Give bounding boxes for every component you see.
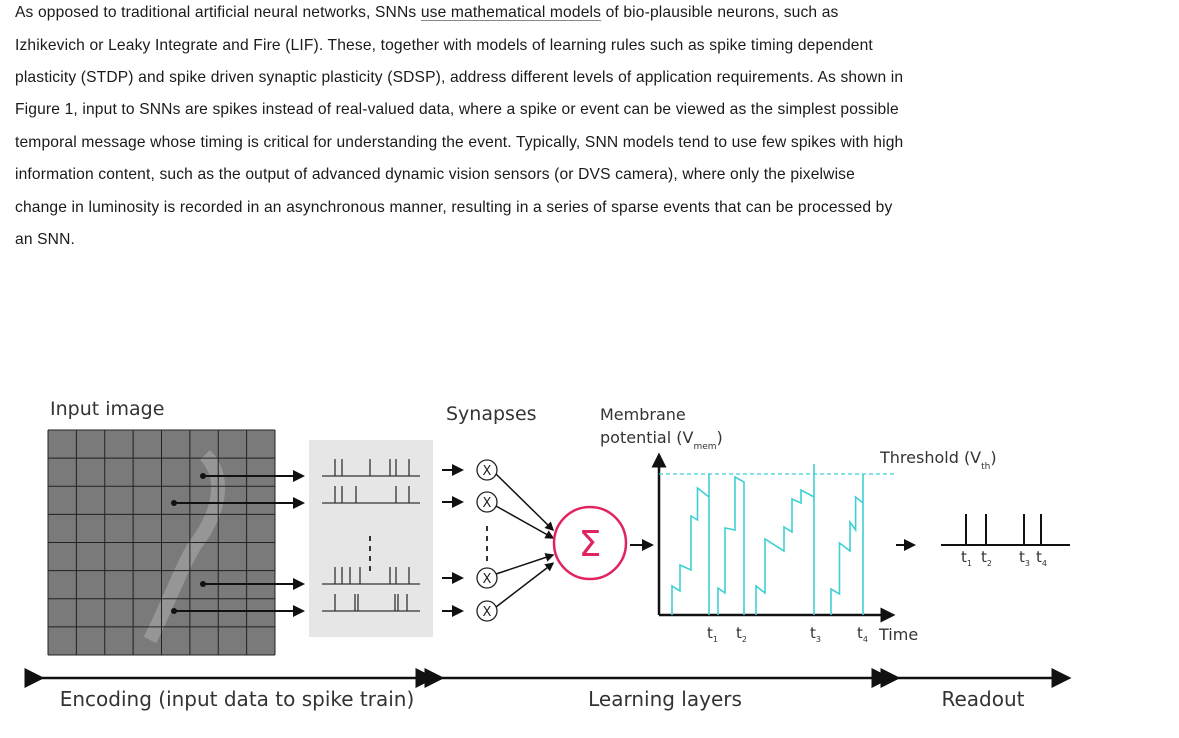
hand-silhouette (143, 450, 226, 644)
synapse-arrow (495, 562, 555, 608)
encoding-label: Encoding (input data to spike train) (60, 687, 415, 711)
multiply-icon (476, 600, 498, 622)
membrane-label: Membrane (600, 405, 686, 424)
multiply-icon (476, 567, 498, 589)
spike-time-label: t3 (810, 624, 821, 644)
input-image-label: Input image (50, 398, 164, 420)
svg-text:X: X (483, 572, 492, 587)
svg-text:X: X (483, 605, 492, 620)
synapse-arrow (495, 553, 555, 575)
spike-time-label: t1 (707, 624, 718, 644)
paragraph-line: temporal message whose timing is critica… (15, 134, 904, 151)
svg-text:Σ: Σ (579, 524, 602, 565)
synapses: X X X X (442, 459, 555, 622)
paragraph-line: As opposed to traditional artificial neu… (15, 4, 839, 21)
spike-time-label: t3 (1019, 548, 1030, 568)
learning-layers-label: Learning layers (588, 687, 742, 711)
membrane-trace (755, 464, 815, 615)
paragraph-line: change in luminosity is recorded in an a… (15, 199, 893, 216)
membrane-trace (717, 475, 745, 615)
threshold-label: Threshold (Vth) (879, 448, 997, 472)
paragraph-line: plasticity (STDP) and spike driven synap… (15, 69, 904, 86)
spike-time-label: t4 (1036, 548, 1047, 568)
spike-time-label: t2 (736, 624, 747, 644)
multiply-icon (476, 459, 498, 481)
paragraph-line: Izhikevich or Leaky Integrate and Fire (… (15, 37, 873, 54)
svg-text:X: X (483, 464, 492, 479)
paragraph-line: an SNN. (15, 231, 75, 248)
paragraph-line: Figure 1, input to SNNs are spikes inste… (15, 101, 899, 118)
input-image-grid (47, 429, 276, 656)
spike-time-label: t2 (981, 548, 992, 568)
spike-time-label: t1 (961, 548, 972, 568)
membrane-plot: t1 t2 t3 t4 Time (651, 452, 918, 644)
potential-label: potential (Vmem) (600, 428, 723, 452)
paragraph-line: information content, such as the output … (15, 166, 855, 183)
multiply-icon (476, 491, 498, 513)
membrane-trace (830, 474, 864, 615)
synapse-arrow (495, 473, 555, 532)
membrane-trace (671, 474, 710, 615)
spike-trains (171, 459, 420, 617)
synapse-arrow (495, 505, 555, 539)
synapses-label: Synapses (446, 403, 537, 425)
sigma-summation-node: Σ (552, 505, 628, 581)
mathematical-models-link[interactable]: use mathematical models (420, 4, 602, 21)
spike-time-label: t4 (857, 624, 868, 644)
time-label: Time (878, 625, 918, 644)
readout-spikes: t1 t2 t3 t4 (941, 514, 1070, 568)
svg-text:X: X (483, 496, 492, 511)
readout-label: Readout (941, 687, 1024, 711)
